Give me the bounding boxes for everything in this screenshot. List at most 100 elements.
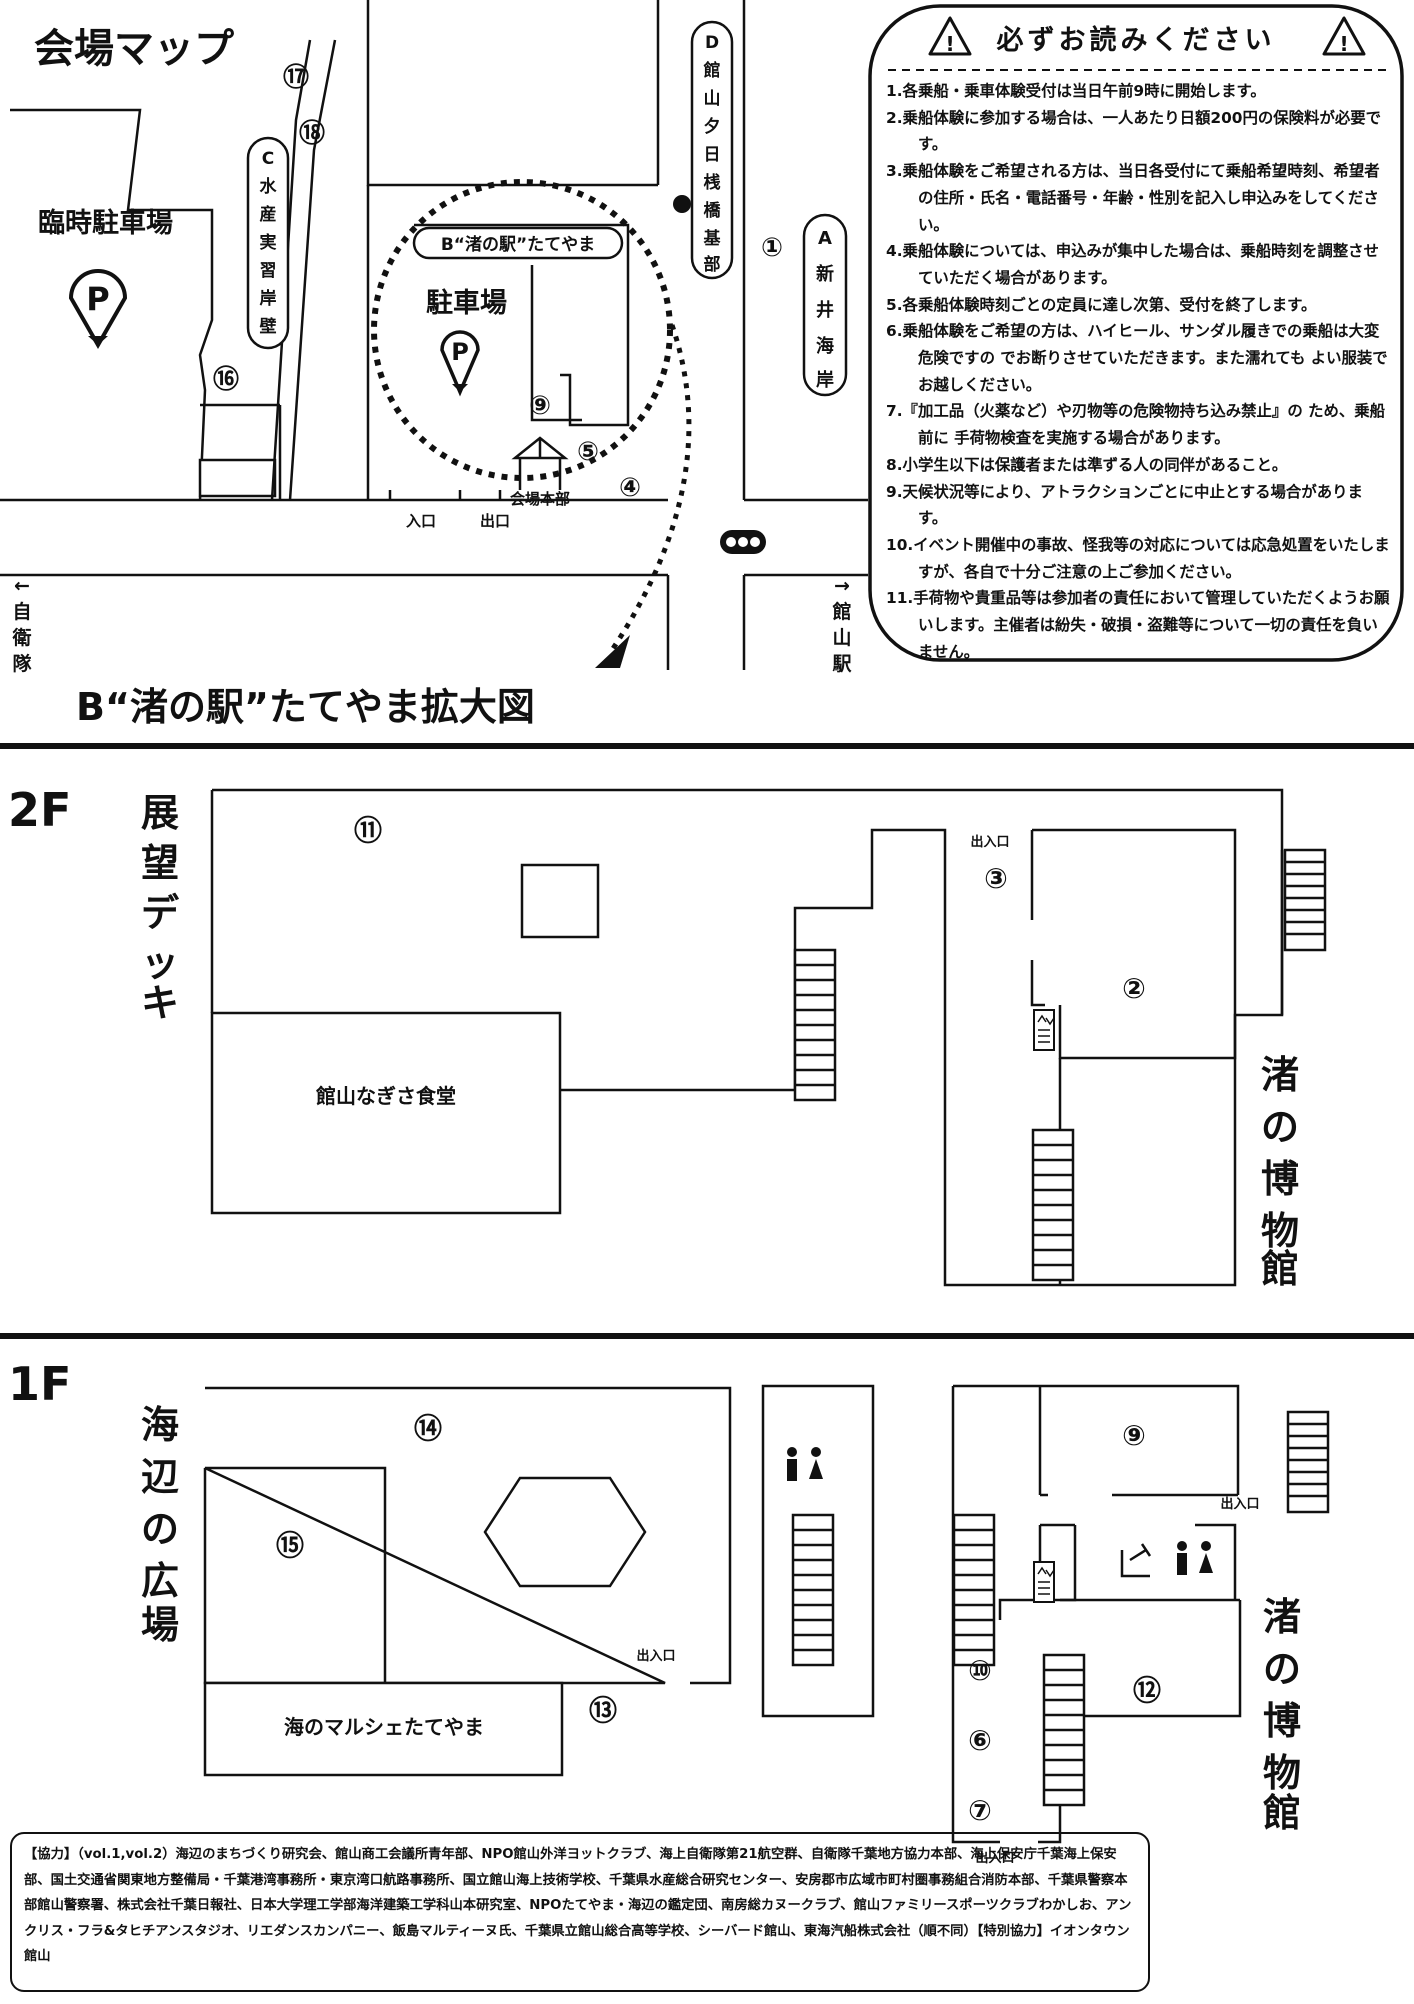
floor-1-label: 1F [8, 1357, 71, 1411]
coast-a-label-box [802, 213, 848, 397]
svg-text:衛: 衛 [11, 626, 31, 649]
credits-box: 【協力】（vol.1,vol.2）海辺のまちづくり研究会、館山商工会議所青年部、… [10, 1832, 1150, 1992]
notice-item: 11.手荷物や貴重品等は参加者の責任において管理していただくようお願いします。主… [886, 589, 1390, 661]
svg-text:展: 展 [141, 791, 179, 835]
pier-road [656, 0, 746, 500]
svg-text:→: → [834, 575, 850, 597]
svg-text:館: 館 [703, 60, 721, 81]
svg-text:広: 広 [141, 1559, 179, 1603]
pillar-block [520, 863, 600, 939]
restaurant-room [210, 1011, 562, 1215]
stairs-icon [1031, 1128, 1075, 1282]
stairs-icon [952, 1513, 996, 1667]
pier-c-label: C 水 産 実 習 岸 壁 [260, 149, 278, 337]
stairs-icon [1042, 1653, 1086, 1807]
svg-text:の: の [141, 1507, 179, 1551]
svg-text:海: 海 [816, 335, 834, 357]
doorway-label: 出入口 [970, 834, 1009, 850]
notice-item: 5.各乗船体験時刻ごとの定員に達し次第、受付を終了します。 [886, 295, 1317, 314]
svg-text:岸: 岸 [816, 369, 834, 391]
svg-text:物: 物 [1263, 1751, 1301, 1795]
svg-text:習: 習 [260, 261, 277, 281]
svg-text:望: 望 [141, 841, 179, 885]
pier-c-label-box [246, 136, 290, 350]
coast-a-label: A 新 井 海 岸 [816, 228, 834, 391]
elevator-icon [1033, 1009, 1055, 1051]
svg-text:産: 産 [260, 204, 277, 225]
svg-text:←: ← [14, 575, 30, 597]
svg-text:館: 館 [832, 600, 851, 623]
floor-2-plan [210, 788, 1284, 1287]
svg-text:海: 海 [141, 1403, 179, 1447]
museum-2f-label: 渚 の 博 物 館 [1261, 1053, 1299, 1291]
svg-text:C: C [262, 149, 274, 169]
venue-map [0, 0, 868, 670]
svg-text:D: D [705, 33, 719, 53]
deck-label: 展 望 デ ッ キ [141, 791, 180, 1025]
svg-text:実: 実 [260, 232, 277, 253]
main-road [0, 498, 668, 577]
hexagon-structure [483, 1476, 647, 1588]
notice-item: 1.各乗船・乗車体験受付は当日午前9時に開始します。 [886, 82, 1266, 100]
svg-text:部: 部 [704, 254, 721, 275]
restroom-icon [1177, 1541, 1213, 1575]
marker-12: ⑫ [1133, 1674, 1161, 1707]
notice-item: 9.天候状況等により、アトラクションごとに中止とする場合があります。 [886, 482, 1363, 528]
floor-2-label: 2F [8, 783, 71, 837]
marker-14: ⑭ [414, 1412, 442, 1445]
doorway-label: 出入口 [1220, 1496, 1259, 1512]
svg-text:P: P [451, 338, 469, 366]
svg-text:館: 館 [1263, 1791, 1301, 1835]
notice-list: 1.各乗船・乗車体験受付は当日午前9時に開始します。 2.乗船体験に参加する場合… [886, 78, 1392, 665]
notice-item: 10.イベント開催中の事故、怪我等の対応については応急処置をいたしますが、各自で… [886, 535, 1390, 581]
svg-text:山: 山 [832, 627, 851, 649]
svg-text:日: 日 [704, 145, 721, 165]
notice-title: 必ずお読みください [996, 25, 1276, 56]
floor-1-plan [203, 1384, 1242, 1844]
svg-text:!: ! [945, 32, 954, 56]
svg-text:博: 博 [1261, 1157, 1299, 1201]
svg-text:!: ! [1339, 32, 1348, 56]
marker-15: ⑮ [276, 1529, 304, 1562]
marker-16: ⑯ [213, 364, 239, 395]
direction-jieitai: ← 自 衛 隊 [11, 575, 32, 675]
notice-item: 6.乗船体験をご希望の方は、ハイヒール、サンダル履きでの乗船は大変危険ですの で… [886, 322, 1388, 394]
stairs-icon [1286, 1410, 1330, 1514]
svg-text:井: 井 [816, 299, 834, 321]
pole-dot-icon [673, 195, 691, 213]
building-block [198, 458, 277, 498]
temp-parking-lot [10, 108, 214, 501]
stairs-icon [791, 1513, 835, 1667]
marker-9: ⑨ [1122, 1419, 1146, 1452]
arrow-head-icon [595, 635, 630, 668]
warning-icon: ! [1322, 16, 1366, 56]
svg-text:桟: 桟 [704, 172, 721, 193]
stairs-icon [1283, 848, 1327, 952]
svg-text:キ: キ [141, 981, 179, 1025]
zoom-circle [371, 179, 673, 481]
svg-text:橋: 橋 [704, 200, 722, 221]
marker-6: ⑥ [968, 1724, 992, 1757]
svg-text:場: 場 [141, 1603, 179, 1647]
svg-text:駅: 駅 [831, 653, 852, 675]
marker-1: ① [761, 233, 783, 263]
parking-pin-icon: P [68, 269, 128, 350]
marker-2: ② [1122, 972, 1146, 1005]
warning-icon: ! [928, 16, 972, 56]
svg-text:渚: 渚 [1261, 1053, 1299, 1097]
credits-text: 【協力】（vol.1,vol.2）海辺のまちづくり研究会、館山商工会議所青年部、… [24, 1847, 1132, 1964]
museum-1f-label: 渚 の 博 物 館 [1263, 1595, 1301, 1835]
marker-4: ④ [619, 473, 641, 503]
svg-text:の: の [1261, 1105, 1299, 1149]
svg-text:基: 基 [703, 228, 722, 249]
svg-text:の: の [1263, 1647, 1301, 1691]
tent-icon [511, 436, 569, 490]
svg-text:新: 新 [816, 263, 834, 285]
notice-item: 3.乗船体験をご希望される方は、当日各受付にて乗船希望時刻、希望者の住所・氏名・… [886, 162, 1380, 234]
svg-text:山: 山 [704, 89, 721, 109]
notice-item: 7.『加工品（火薬など）や刃物等の危険物持ち込み禁止』の ため、乗船前に 手荷物… [886, 402, 1386, 448]
svg-text:物: 物 [1261, 1209, 1299, 1253]
accessible-toilet-icon [1120, 1543, 1152, 1578]
enlarged-map-title: B“渚の駅”たてやま拡大図 [76, 685, 535, 729]
